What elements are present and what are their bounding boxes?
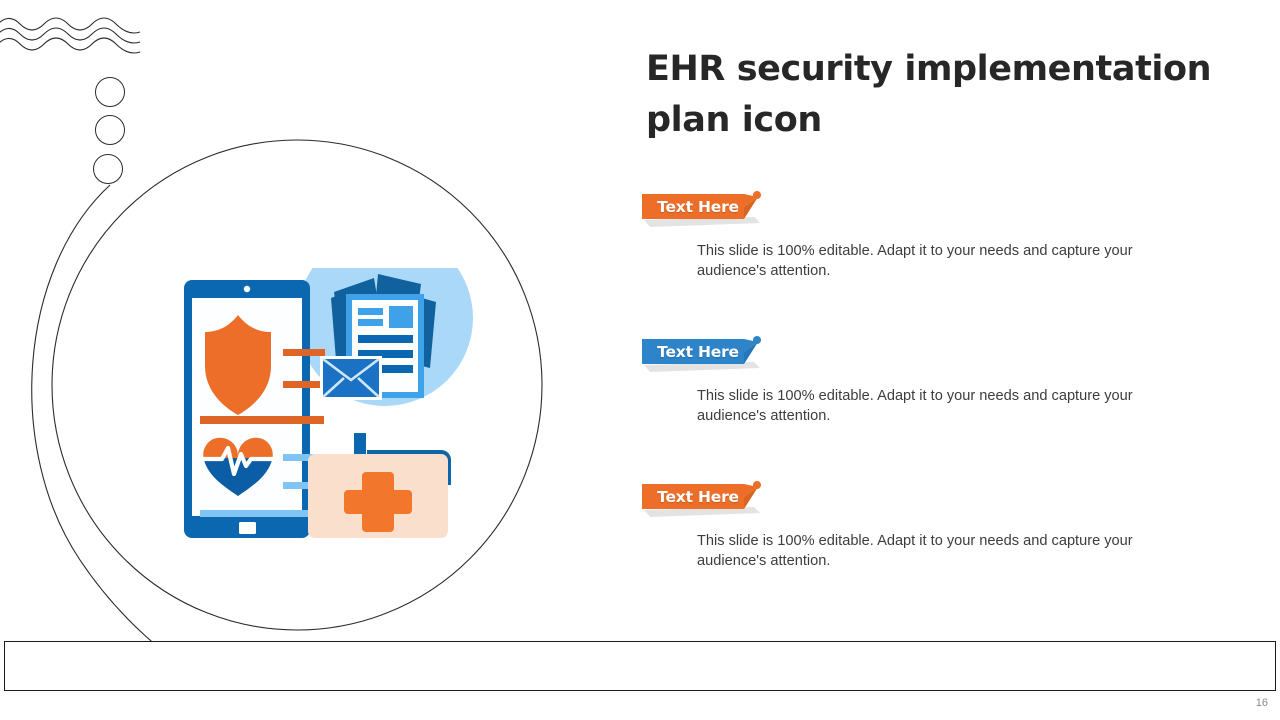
stacked-circles-decoration [93, 77, 133, 192]
badge-shape-3 [642, 481, 761, 517]
badge-label-3: Text Here [657, 488, 739, 506]
tablet-line-blue-2 [283, 482, 323, 489]
badge-dot-2 [753, 336, 761, 344]
text-block-2: Text Here This slide is 100% editable. A… [640, 335, 1240, 426]
text-blocks-list: Text Here This slide is 100% editable. A… [640, 190, 1240, 571]
page-title: EHR security implementation plan icon [646, 49, 1212, 140]
deco-circle-1 [95, 77, 125, 107]
deco-circle-3 [93, 154, 123, 184]
badge-label-1: Text Here [657, 198, 739, 216]
documents-group [320, 274, 436, 400]
badge-1[interactable]: Text Here [640, 190, 765, 228]
wavy-lines-decoration [0, 17, 141, 54]
tablet-line-blue-3 [200, 510, 310, 517]
text-block-3: Text Here This slide is 100% editable. A… [640, 480, 1240, 571]
heartbeat-heart-icon [201, 437, 275, 496]
tablet-line-orange-3 [200, 416, 324, 424]
badge-dot-1 [753, 191, 761, 199]
badge-shape-2 [642, 336, 761, 372]
block-body-1: This slide is 100% editable. Adapt it to… [697, 243, 1133, 279]
badge-dot-3 [753, 481, 761, 489]
deco-circle-2 [95, 115, 125, 145]
ehr-security-illustration [184, 268, 473, 538]
block-body-2: This slide is 100% editable. Adapt it to… [697, 388, 1133, 424]
tablet-line-orange-1 [283, 349, 325, 356]
block-body-3: This slide is 100% editable. Adapt it to… [697, 533, 1133, 569]
tablet-line-orange-2 [283, 381, 325, 388]
badge-3[interactable]: Text Here [640, 480, 765, 518]
content-column: EHR security implementation plan icon [646, 44, 1236, 146]
shield-icon [205, 315, 271, 415]
bottom-bar [4, 641, 1276, 691]
badge-2[interactable]: Text Here [640, 335, 765, 373]
first-aid-box-icon [308, 454, 448, 538]
page-number: 16 [1255, 697, 1268, 709]
envelope-icon [320, 356, 382, 400]
badge-label-2: Text Here [657, 343, 739, 361]
badge-shape-1 [642, 191, 761, 227]
text-block-1: Text Here This slide is 100% editable. A… [640, 190, 1240, 281]
